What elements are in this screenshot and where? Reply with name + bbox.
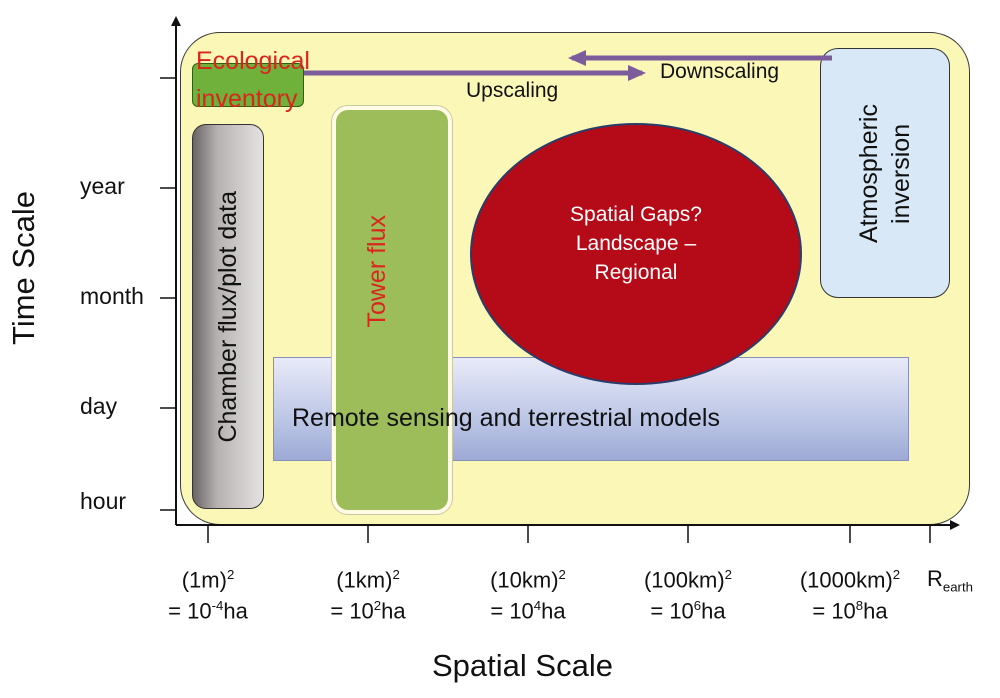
y-tick-label-day: day bbox=[80, 393, 118, 419]
x-tick-label-earth: Rearth bbox=[927, 566, 973, 595]
tower-flux-label: Tower flux bbox=[362, 214, 391, 328]
x-tick-label-1m: (1m)2 = 10-4ha bbox=[168, 567, 248, 624]
ecological-inventory-box bbox=[192, 63, 304, 107]
upscaling-label: Upscaling bbox=[466, 79, 559, 102]
spatial-gaps-label: Spatial Gaps? Landscape – Regional bbox=[570, 203, 702, 284]
x-tick-label-10km: (10km)2 = 104ha bbox=[490, 567, 566, 624]
y-tick-label-year: year bbox=[80, 173, 125, 199]
x-axis-title: Spatial Scale bbox=[432, 648, 613, 683]
x-tick-label-100km: (100km)2 = 106ha bbox=[643, 567, 733, 624]
x-tick-label-1000km: (1000km)2 = 108ha bbox=[799, 567, 901, 624]
ecological-inventory-label: Ecological inventory bbox=[196, 47, 310, 113]
y-tick-label-hour: hour bbox=[80, 488, 127, 514]
atmospheric-inversion-label: Atmospheric inversion bbox=[855, 103, 915, 243]
atmospheric-inversion-box bbox=[820, 48, 950, 298]
spatial-gaps-circle bbox=[470, 123, 802, 385]
chamber-flux-box bbox=[192, 124, 264, 509]
chamber-flux-label: Chamber flux/plot data bbox=[213, 190, 242, 443]
remote-sensing-label: Remote sensing and terrestrial models bbox=[292, 404, 720, 432]
tower-flux-box bbox=[332, 106, 452, 514]
y-axis-title: Time Scale bbox=[6, 191, 41, 345]
y-tick-label-month: month bbox=[80, 283, 144, 309]
downscaling-label: Downscaling bbox=[660, 60, 780, 83]
x-tick-label-1km: (1km)2 = 102ha bbox=[330, 567, 406, 624]
